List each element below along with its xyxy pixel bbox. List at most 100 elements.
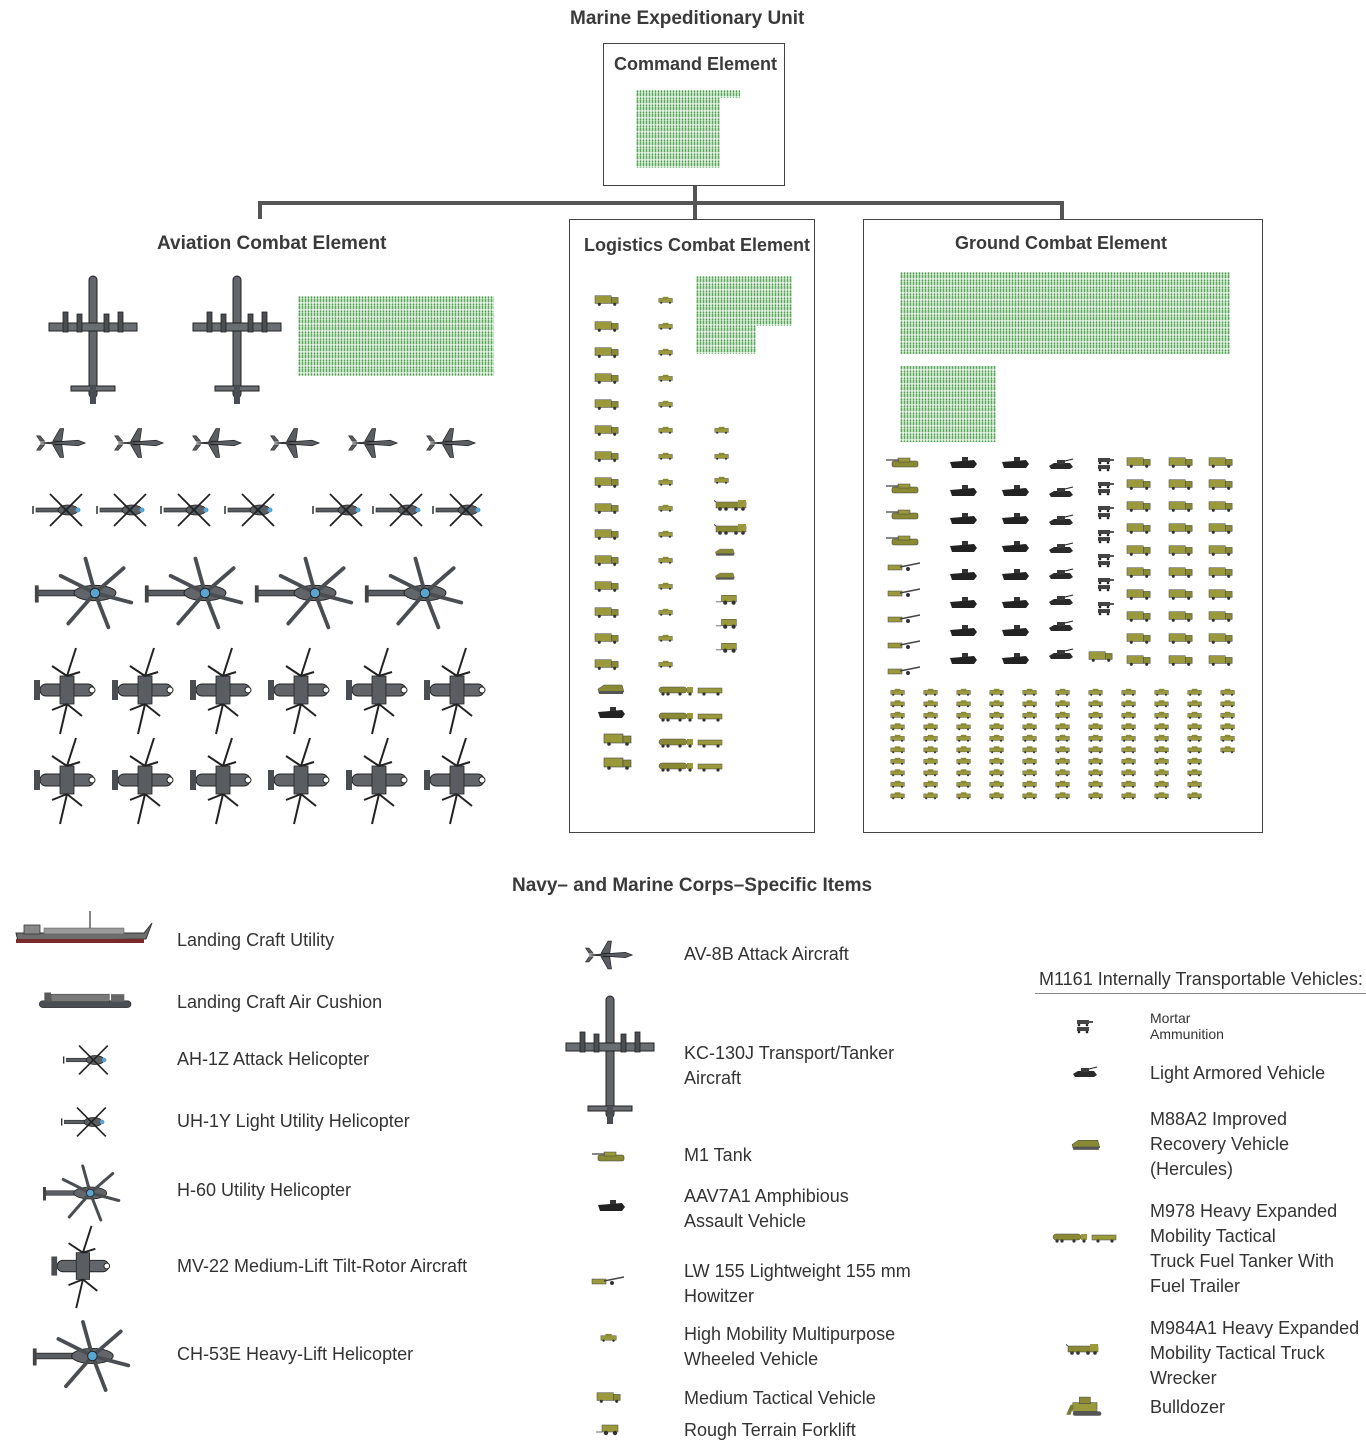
hmmwv-icon (1055, 745, 1070, 754)
hmmwv-icon (923, 791, 938, 800)
legend-label: High Mobility Multipurpose Wheeled Vehic… (684, 1322, 895, 1372)
hmmwv-icon (1121, 734, 1136, 742)
hmmwv-icon (956, 780, 971, 788)
ch-53e-row (32, 556, 464, 630)
hmmwv-icon (1187, 791, 1202, 800)
legend-label: Mortar Ammunition (1150, 1010, 1224, 1042)
landing-craft-air-cushion-icon (36, 985, 136, 1015)
legend-label: Medium Tactical Vehicle (684, 1388, 876, 1408)
legend-label: CH-53E Heavy-Lift Helicopter (177, 1344, 414, 1364)
hmmwv-icon (1121, 791, 1136, 800)
av-8b-row (36, 428, 476, 458)
hmmwv-icon (1154, 757, 1169, 765)
av-8b-aircraft-icon (582, 937, 634, 973)
legend-label: M978 Heavy Expanded Mobility Tactical Tr… (1150, 1199, 1337, 1299)
legend-label-line: M88A2 Improved (1150, 1109, 1288, 1129)
hmmwv-icon (989, 768, 1004, 777)
hmmwv-icon (923, 722, 938, 731)
hmmwv-icon (1154, 791, 1169, 800)
hmmwv-icon (989, 745, 1004, 754)
connector-horizontal (258, 201, 1064, 205)
hmmwv-icon (890, 780, 905, 788)
hmmwv-icon (1022, 688, 1037, 696)
attack-helicopter-row (32, 493, 483, 527)
hmmwv-icon (956, 745, 971, 754)
connector-ground (1060, 201, 1064, 219)
hmmwv-icon (1121, 745, 1136, 754)
m88a2-recovery-icon (1070, 1137, 1102, 1152)
m978-tanker-icon (1052, 1231, 1118, 1243)
mv-22-tiltrotor-icon (46, 1224, 116, 1310)
hmmwv-icon (1088, 722, 1103, 731)
hmmwv-icon (1088, 699, 1103, 708)
hmmwv-icon (890, 768, 905, 777)
medium-tactical-vehicle-icon (596, 1391, 622, 1403)
hmmwv-icon (923, 711, 938, 719)
hmmwv-icon (956, 699, 971, 708)
hmmwv-icon (923, 780, 938, 788)
legend-label: H-60 Utility Helicopter (177, 1180, 352, 1200)
hmmwv-icon (1022, 711, 1037, 719)
hmmwv-icon (1154, 711, 1169, 719)
hmmwv-icon (1055, 699, 1070, 708)
hmmwv-icon (1022, 780, 1037, 788)
mv-22-grid (33, 647, 486, 825)
hmmwv-icon (1187, 711, 1202, 719)
legend-label-line: Howitzer (684, 1286, 755, 1306)
legend-label-line: Ammunition (1150, 1026, 1224, 1042)
legend-label-line: (Hercules) (1150, 1159, 1234, 1179)
hmmwv-icon (956, 791, 971, 800)
hmmwv-icon (1220, 745, 1235, 754)
hmmwv-icon (1187, 745, 1202, 754)
legend-label: Landing Craft Air Cushion (177, 992, 383, 1012)
hmmwv-icon (1088, 688, 1103, 696)
legend-label: AAV7A1 Amphibious Assault Vehicle (684, 1184, 849, 1234)
hmmwv-icon (989, 722, 1004, 731)
ground-vehicles (886, 457, 1235, 800)
kc-130j-aircraft-icon (38, 268, 148, 408)
legend-label-line: Fuel Trailer (1150, 1276, 1241, 1296)
hmmwv-icon (600, 1333, 618, 1342)
kc-130j-aircraft-icon (558, 988, 662, 1128)
legend-label: AH-1Z Attack Helicopter (177, 1049, 370, 1069)
legend-col3-heading: M1161 Internally Transportable Vehicles: (1039, 969, 1363, 989)
legend-label: M984A1 Heavy Expanded Mobility Tactical … (1150, 1316, 1359, 1391)
kc-130j-aircraft-icon (182, 268, 292, 408)
hmmwv-icon (1022, 722, 1037, 731)
hmmwv-icon (890, 699, 905, 708)
ch-53e-helicopter-icon (30, 1318, 134, 1394)
hmmwv-icon (1121, 780, 1136, 788)
logistics-element-title: Logistics Combat Element (584, 235, 811, 255)
hmmwv-icon (1154, 745, 1169, 754)
hmmwv-icon (923, 688, 938, 696)
hmmwv-icon (1220, 734, 1235, 742)
hmmwv-icon (989, 757, 1004, 765)
hmmwv-icon (1220, 711, 1235, 719)
legend-title: Navy– and Marine Corps–Specific Items (512, 875, 873, 896)
lw155-howitzer-icon (590, 1274, 626, 1286)
ground-element-title: Ground Combat Element (955, 233, 1168, 253)
hmmwv-icon (923, 745, 938, 754)
legend-label: Bulldozer (1150, 1397, 1226, 1417)
aviation-personnel (298, 296, 494, 376)
landing-craft-utility-icon (14, 908, 154, 950)
hmmwv-icon (1055, 780, 1070, 788)
hmmwv-icon (1088, 745, 1103, 754)
hmmwv-icon (989, 711, 1004, 719)
hmmwv-icon (956, 757, 971, 765)
hmmwv-icon (956, 711, 971, 719)
hmmwv-icon (1187, 699, 1202, 708)
ground-element-box: Ground Combat Element (863, 219, 1263, 833)
legend-label: UH-1Y Light Utility Helicopter (177, 1111, 410, 1131)
legend-label-line: AAV7A1 Amphibious (684, 1186, 849, 1206)
hmmwv-icon (989, 791, 1004, 800)
hmmwv-icon (1088, 768, 1103, 777)
legend-label: MV-22 Medium-Lift Tilt-Rotor Aircraft (177, 1256, 468, 1276)
hmmwv-icon (1055, 711, 1070, 719)
hmmwv-icon (1121, 722, 1136, 731)
hmmwv-icon (956, 734, 971, 742)
legend-label: AV-8B Attack Aircraft (684, 944, 849, 964)
hmmwv-icon (890, 722, 905, 731)
hmmwv-icon (1022, 699, 1037, 708)
command-element-box: Command Element (603, 43, 785, 186)
